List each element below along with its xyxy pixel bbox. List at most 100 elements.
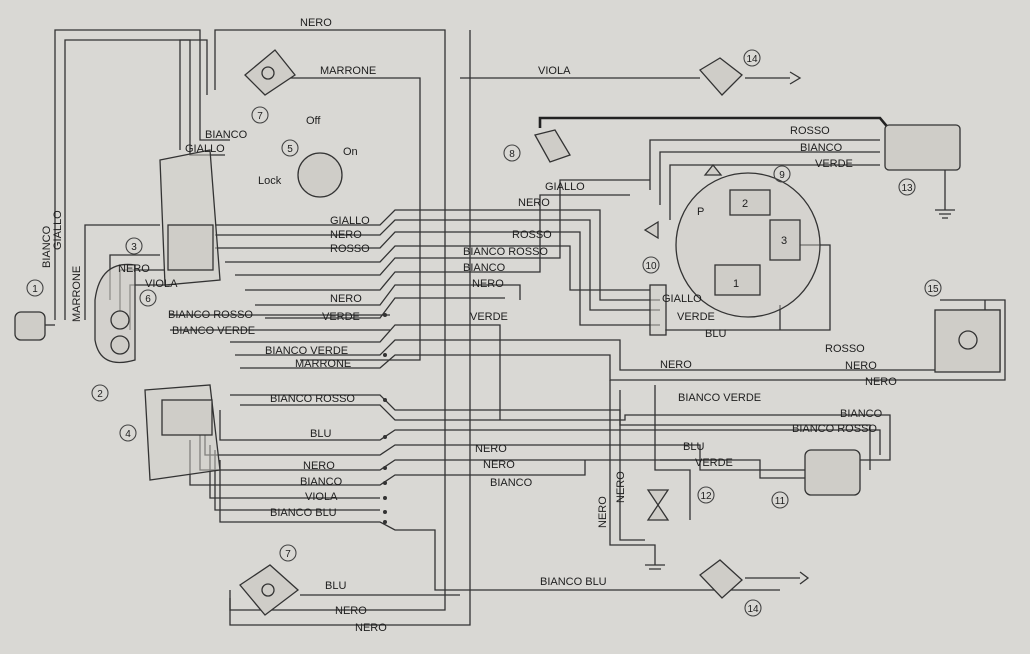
svg-text:VERDE: VERDE [815, 158, 853, 170]
svg-text:2: 2 [97, 389, 103, 400]
svg-text:3: 3 [131, 242, 137, 253]
svg-text:GIALLO: GIALLO [185, 143, 225, 155]
svg-text:15: 15 [927, 284, 939, 295]
svg-text:MARRONE: MARRONE [295, 358, 351, 370]
component-15: 15 [924, 279, 1001, 373]
svg-text:BIANCO ROSSO: BIANCO ROSSO [463, 246, 548, 258]
svg-text:BIANCO: BIANCO [205, 129, 248, 141]
svg-text:BIANCO: BIANCO [41, 225, 53, 268]
component-5: 5 Off On Lock [258, 115, 358, 198]
svg-text:13: 13 [901, 183, 913, 194]
svg-text:NERO: NERO [615, 471, 627, 503]
svg-text:7: 7 [257, 111, 263, 122]
svg-text:VERDE: VERDE [470, 311, 508, 323]
component-7-bottom: 7 [239, 544, 300, 616]
component-3: 3 [125, 149, 221, 286]
svg-text:BIANCO ROSSO: BIANCO ROSSO [168, 309, 253, 321]
component-14-bottom: 14 [699, 559, 762, 617]
svg-text:BLU: BLU [325, 580, 346, 592]
svg-text:VIOLA: VIOLA [305, 491, 338, 503]
svg-text:ROSSO: ROSSO [512, 229, 552, 241]
svg-text:GIALLO: GIALLO [52, 210, 64, 250]
svg-text:ROSSO: ROSSO [330, 243, 370, 255]
svg-text:BIANCO VERDE: BIANCO VERDE [172, 325, 255, 337]
svg-text:14: 14 [747, 604, 759, 615]
ht-lead [538, 116, 891, 131]
svg-text:ROSSO: ROSSO [825, 343, 865, 355]
svg-text:2: 2 [742, 198, 748, 210]
component-2: 2 [91, 263, 136, 402]
svg-text:NERO: NERO [330, 293, 362, 305]
svg-text:BLU: BLU [705, 328, 726, 340]
svg-text:NERO: NERO [865, 376, 897, 388]
svg-text:On: On [343, 146, 358, 158]
component-10: 10 [642, 256, 667, 336]
svg-text:BIANCO: BIANCO [300, 476, 343, 488]
svg-text:ROSSO: ROSSO [790, 125, 830, 137]
svg-text:VERDE: VERDE [322, 311, 360, 323]
svg-text:NERO: NERO [330, 229, 362, 241]
svg-text:VERDE: VERDE [677, 311, 715, 323]
svg-text:BIANCO VERDE: BIANCO VERDE [265, 345, 348, 357]
svg-text:MARRONE: MARRONE [320, 65, 376, 77]
junction-dots [383, 313, 387, 524]
svg-text:BLU: BLU [683, 441, 704, 453]
svg-text:NERO: NERO [118, 263, 150, 275]
svg-text:BLU: BLU [310, 428, 331, 440]
svg-text:VIOLA: VIOLA [538, 65, 571, 77]
svg-text:NERO: NERO [355, 622, 387, 634]
svg-text:BIANCO BLU: BIANCO BLU [270, 507, 337, 519]
svg-text:GIALLO: GIALLO [330, 215, 370, 227]
svg-text:NERO: NERO [483, 459, 515, 471]
svg-text:MARRONE: MARRONE [71, 266, 83, 322]
svg-text:VIOLA: VIOLA [145, 278, 178, 290]
svg-text:GIALLO: GIALLO [662, 293, 702, 305]
component-1: 1 [14, 279, 46, 341]
svg-text:GIALLO: GIALLO [545, 181, 585, 193]
svg-text:Off: Off [306, 115, 321, 127]
svg-text:BIANCO BLU: BIANCO BLU [540, 576, 607, 588]
component-4: 4 [119, 384, 221, 481]
svg-text:NERO: NERO [597, 496, 609, 528]
svg-text:BIANCO: BIANCO [840, 408, 883, 420]
svg-text:NERO: NERO [660, 359, 692, 371]
component-14-top: 14 [698, 49, 761, 96]
earth-symbols [645, 71, 955, 585]
svg-text:NERO: NERO [518, 197, 550, 209]
component-12: 12 [646, 486, 715, 521]
svg-text:NERO: NERO [845, 360, 877, 372]
component-8: 8 [503, 129, 571, 163]
component-6: 6 [139, 289, 157, 307]
svg-text:NERO: NERO [303, 460, 335, 472]
svg-text:NERO: NERO [472, 278, 504, 290]
svg-text:7: 7 [285, 549, 291, 560]
svg-text:14: 14 [746, 54, 758, 65]
wire-labels: NERO MARRONE VIOLA BIANCO GIALLO MARRONE… [41, 17, 897, 634]
svg-text:VERDE: VERDE [695, 457, 733, 469]
svg-text:NERO: NERO [300, 17, 332, 29]
svg-text:8: 8 [509, 149, 515, 160]
svg-text:4: 4 [125, 429, 131, 440]
component-9: 2 3 1 P 9 [643, 163, 821, 318]
svg-text:BIANCO VERDE: BIANCO VERDE [678, 392, 761, 404]
component-13: 13 [884, 124, 961, 196]
component-7-top: 7 [244, 49, 296, 124]
svg-text:BIANCO: BIANCO [800, 142, 843, 154]
svg-text:NERO: NERO [335, 605, 367, 617]
svg-text:9: 9 [779, 170, 785, 181]
svg-text:P: P [697, 206, 704, 218]
svg-text:BIANCO ROSSO: BIANCO ROSSO [792, 423, 877, 435]
svg-text:3: 3 [781, 235, 787, 247]
svg-text:1: 1 [733, 278, 739, 290]
svg-text:BIANCO ROSSO: BIANCO ROSSO [270, 393, 355, 405]
svg-text:6: 6 [145, 294, 151, 305]
component-11: 11 [771, 449, 861, 509]
svg-text:1: 1 [32, 284, 38, 295]
svg-text:5: 5 [287, 144, 293, 155]
svg-text:Lock: Lock [258, 175, 282, 187]
svg-text:10: 10 [645, 261, 657, 272]
svg-text:BIANCO: BIANCO [463, 262, 506, 274]
svg-text:12: 12 [700, 491, 712, 502]
svg-text:NERO: NERO [475, 443, 507, 455]
